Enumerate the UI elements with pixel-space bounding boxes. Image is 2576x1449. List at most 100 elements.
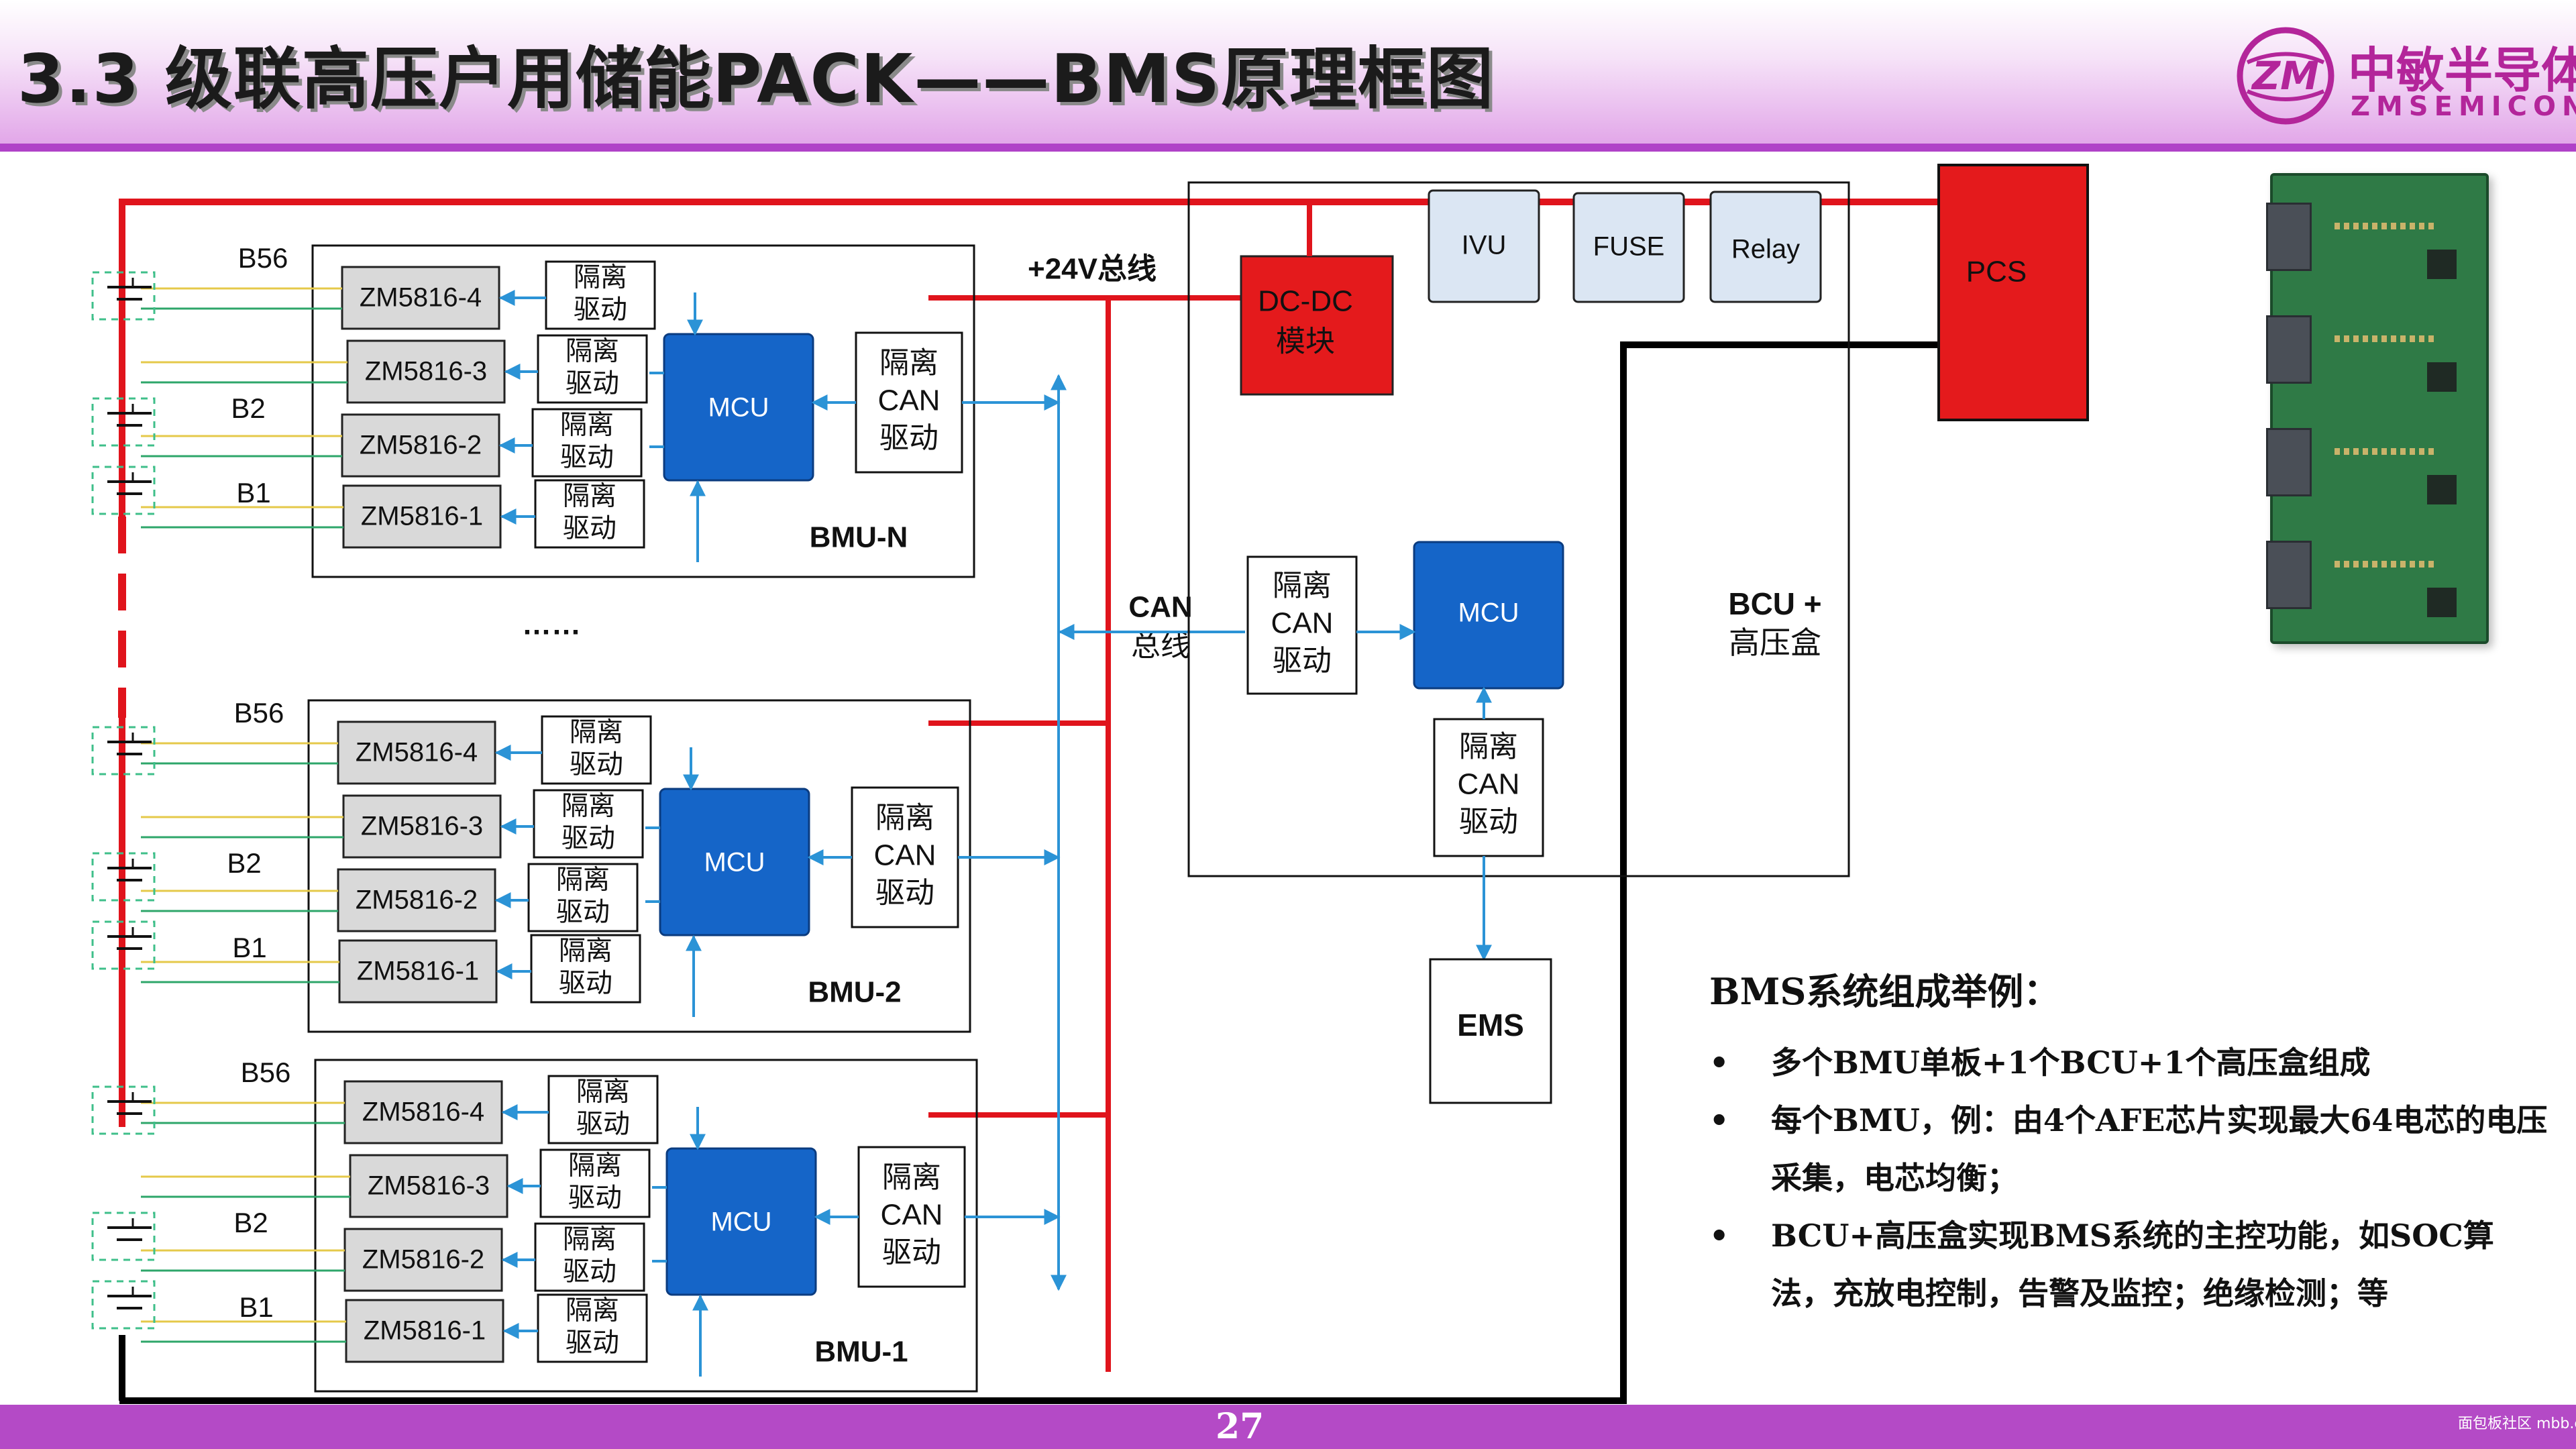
cell-box bbox=[91, 920, 156, 970]
ivu-box bbox=[1428, 189, 1540, 303]
cell-box bbox=[91, 852, 156, 902]
bmu-name-label: BMU-1 bbox=[814, 1336, 908, 1368]
cell-box bbox=[91, 397, 156, 447]
afe-chip-label: ZM5816-3 bbox=[361, 812, 483, 841]
mcu-label: MCU bbox=[708, 393, 769, 423]
board-connector bbox=[2266, 541, 2312, 609]
board-chip bbox=[2427, 362, 2457, 392]
iso-driver-box bbox=[537, 1293, 648, 1363]
iso-driver-box bbox=[541, 715, 652, 785]
can-bus-label: CAN bbox=[1128, 591, 1192, 624]
afe-chip bbox=[337, 868, 496, 932]
iso-driver-box bbox=[534, 1222, 645, 1292]
can-iso-box bbox=[855, 331, 963, 474]
board-chip bbox=[2427, 250, 2457, 279]
board-pin-row bbox=[2334, 448, 2435, 455]
iso-driver-box bbox=[534, 479, 645, 549]
bmu-name-label: BMU-2 bbox=[808, 976, 901, 1009]
iso-driver-box bbox=[531, 408, 643, 478]
bms-block-diagram: +24V总线CAN总线BMU-NZM5816-4ZM5816-3ZM5816-2… bbox=[91, 164, 2089, 1404]
notes-item-text: 多个BMU单板+1个BCU+1个高压盒组成 bbox=[1771, 1044, 2371, 1081]
iso-driver-box bbox=[537, 334, 648, 404]
iso-driver-box bbox=[545, 260, 656, 330]
bcu-can-iso-bottom-box bbox=[1433, 718, 1544, 857]
board-pin-row bbox=[2334, 561, 2435, 568]
bmu-box bbox=[314, 1059, 978, 1393]
cell-label-b2: B2 bbox=[233, 1207, 268, 1238]
iso-driver-label: 隔离驱动 bbox=[566, 337, 619, 398]
bullet-icon: • bbox=[1709, 1218, 1729, 1254]
bcu-label: BCU + bbox=[1728, 586, 1821, 621]
dcdc-label: 模块 bbox=[1276, 325, 1335, 358]
watermark: 面包板社区 mbb.eet-china.com bbox=[2458, 1415, 2576, 1432]
cell-box bbox=[91, 1212, 156, 1261]
afe-chip-label: ZM5816-1 bbox=[357, 957, 479, 986]
page-number: 27 bbox=[1216, 1406, 1265, 1447]
bcu-mcu-label: MCU bbox=[1458, 598, 1519, 628]
afe-chip bbox=[343, 1228, 503, 1292]
relay-box bbox=[1709, 191, 1822, 303]
bullet-icon: • bbox=[1709, 1102, 1729, 1138]
notes-item: •BCU+高压盒实现BMS系统的主控功能，如SOC算法，充放电控制，告警及监控；… bbox=[1709, 1207, 2555, 1322]
cell-label-b1: B1 bbox=[236, 477, 270, 508]
afe-chip bbox=[343, 1080, 503, 1144]
iso-driver-box bbox=[533, 789, 644, 859]
cell-label-b56: B56 bbox=[241, 1057, 291, 1088]
afe-chip-label: ZM5816-4 bbox=[360, 283, 482, 313]
pcs-box bbox=[1937, 164, 2089, 421]
cell-label-b2: B2 bbox=[231, 392, 265, 424]
afe-chip bbox=[337, 720, 496, 785]
afe-chip-label: ZM5816-3 bbox=[365, 357, 487, 386]
ivu-label: IVU bbox=[1462, 231, 1507, 260]
logo-mark-text: ZM bbox=[2251, 53, 2319, 99]
iso-driver-label: 隔离驱动 bbox=[568, 1151, 622, 1213]
iso-driver-label: 隔离驱动 bbox=[561, 792, 615, 853]
mcu-label: MCU bbox=[704, 848, 765, 877]
afe-chip bbox=[345, 1299, 504, 1363]
iso-driver-label: 隔离驱动 bbox=[563, 482, 616, 543]
cell-label-b2: B2 bbox=[227, 847, 261, 879]
bus-24v-label: +24V总线 bbox=[1028, 253, 1157, 286]
pcs-label: PCS bbox=[1966, 256, 2027, 288]
iso-driver-label: 隔离驱动 bbox=[570, 718, 623, 780]
bcu-box bbox=[1187, 181, 1850, 877]
dcdc-box bbox=[1240, 255, 1394, 396]
notes-list: • 多个BMU单板+1个BCU+1个高压盒组成 • 每个BMU，例：由4个AFE芯片… bbox=[1709, 1034, 2555, 1322]
ems-box bbox=[1429, 958, 1552, 1104]
cell-label-b1: B1 bbox=[232, 932, 266, 963]
cell-box bbox=[91, 1085, 156, 1135]
notes-heading: BMS系统组成举例： bbox=[1709, 970, 2060, 1013]
afe-chip bbox=[342, 794, 502, 859]
board-pin-row bbox=[2334, 335, 2435, 342]
bmu-board-photo bbox=[2266, 173, 2489, 644]
mcu-label: MCU bbox=[710, 1208, 771, 1237]
iso-driver-label: 隔离驱动 bbox=[559, 936, 612, 998]
afe-chip-label: ZM5816-4 bbox=[362, 1097, 484, 1127]
cell-label-b1: B1 bbox=[239, 1291, 273, 1323]
cell-box bbox=[91, 726, 156, 775]
board-connector bbox=[2266, 315, 2312, 384]
iso-driver-box bbox=[547, 1075, 659, 1144]
logo-english-name: ZMSEMICON bbox=[2351, 91, 2576, 122]
afe-chip-label: ZM5816-2 bbox=[356, 885, 478, 915]
bcu-label-hv: 高压盒 bbox=[1729, 625, 1821, 660]
iso-driver-label: 隔离驱动 bbox=[563, 1225, 616, 1287]
bcu-can-iso-box bbox=[1246, 555, 1358, 695]
board-connector bbox=[2266, 428, 2312, 496]
iso-driver-box bbox=[530, 934, 641, 1004]
notes-item-text: 每个BMU，例：由4个AFE芯片实现最大64电芯的电压采集，电芯均衡； bbox=[1771, 1102, 2548, 1196]
afe-chip-label: ZM5816-1 bbox=[364, 1316, 486, 1346]
iso-driver-box bbox=[539, 1148, 651, 1218]
afe-chip-label: ZM5816-2 bbox=[360, 431, 482, 460]
can-bus-label: 总线 bbox=[1131, 630, 1190, 663]
notes-item: • 每个BMU，例：由4个AFE芯片实现最大64电芯的电压采集，电芯均衡； bbox=[1709, 1091, 2555, 1207]
cell-label-b56: B56 bbox=[234, 697, 284, 729]
afe-chip bbox=[349, 1154, 508, 1218]
dcdc-label: DC-DC bbox=[1258, 285, 1353, 318]
ellipsis-label: …… bbox=[522, 608, 581, 641]
